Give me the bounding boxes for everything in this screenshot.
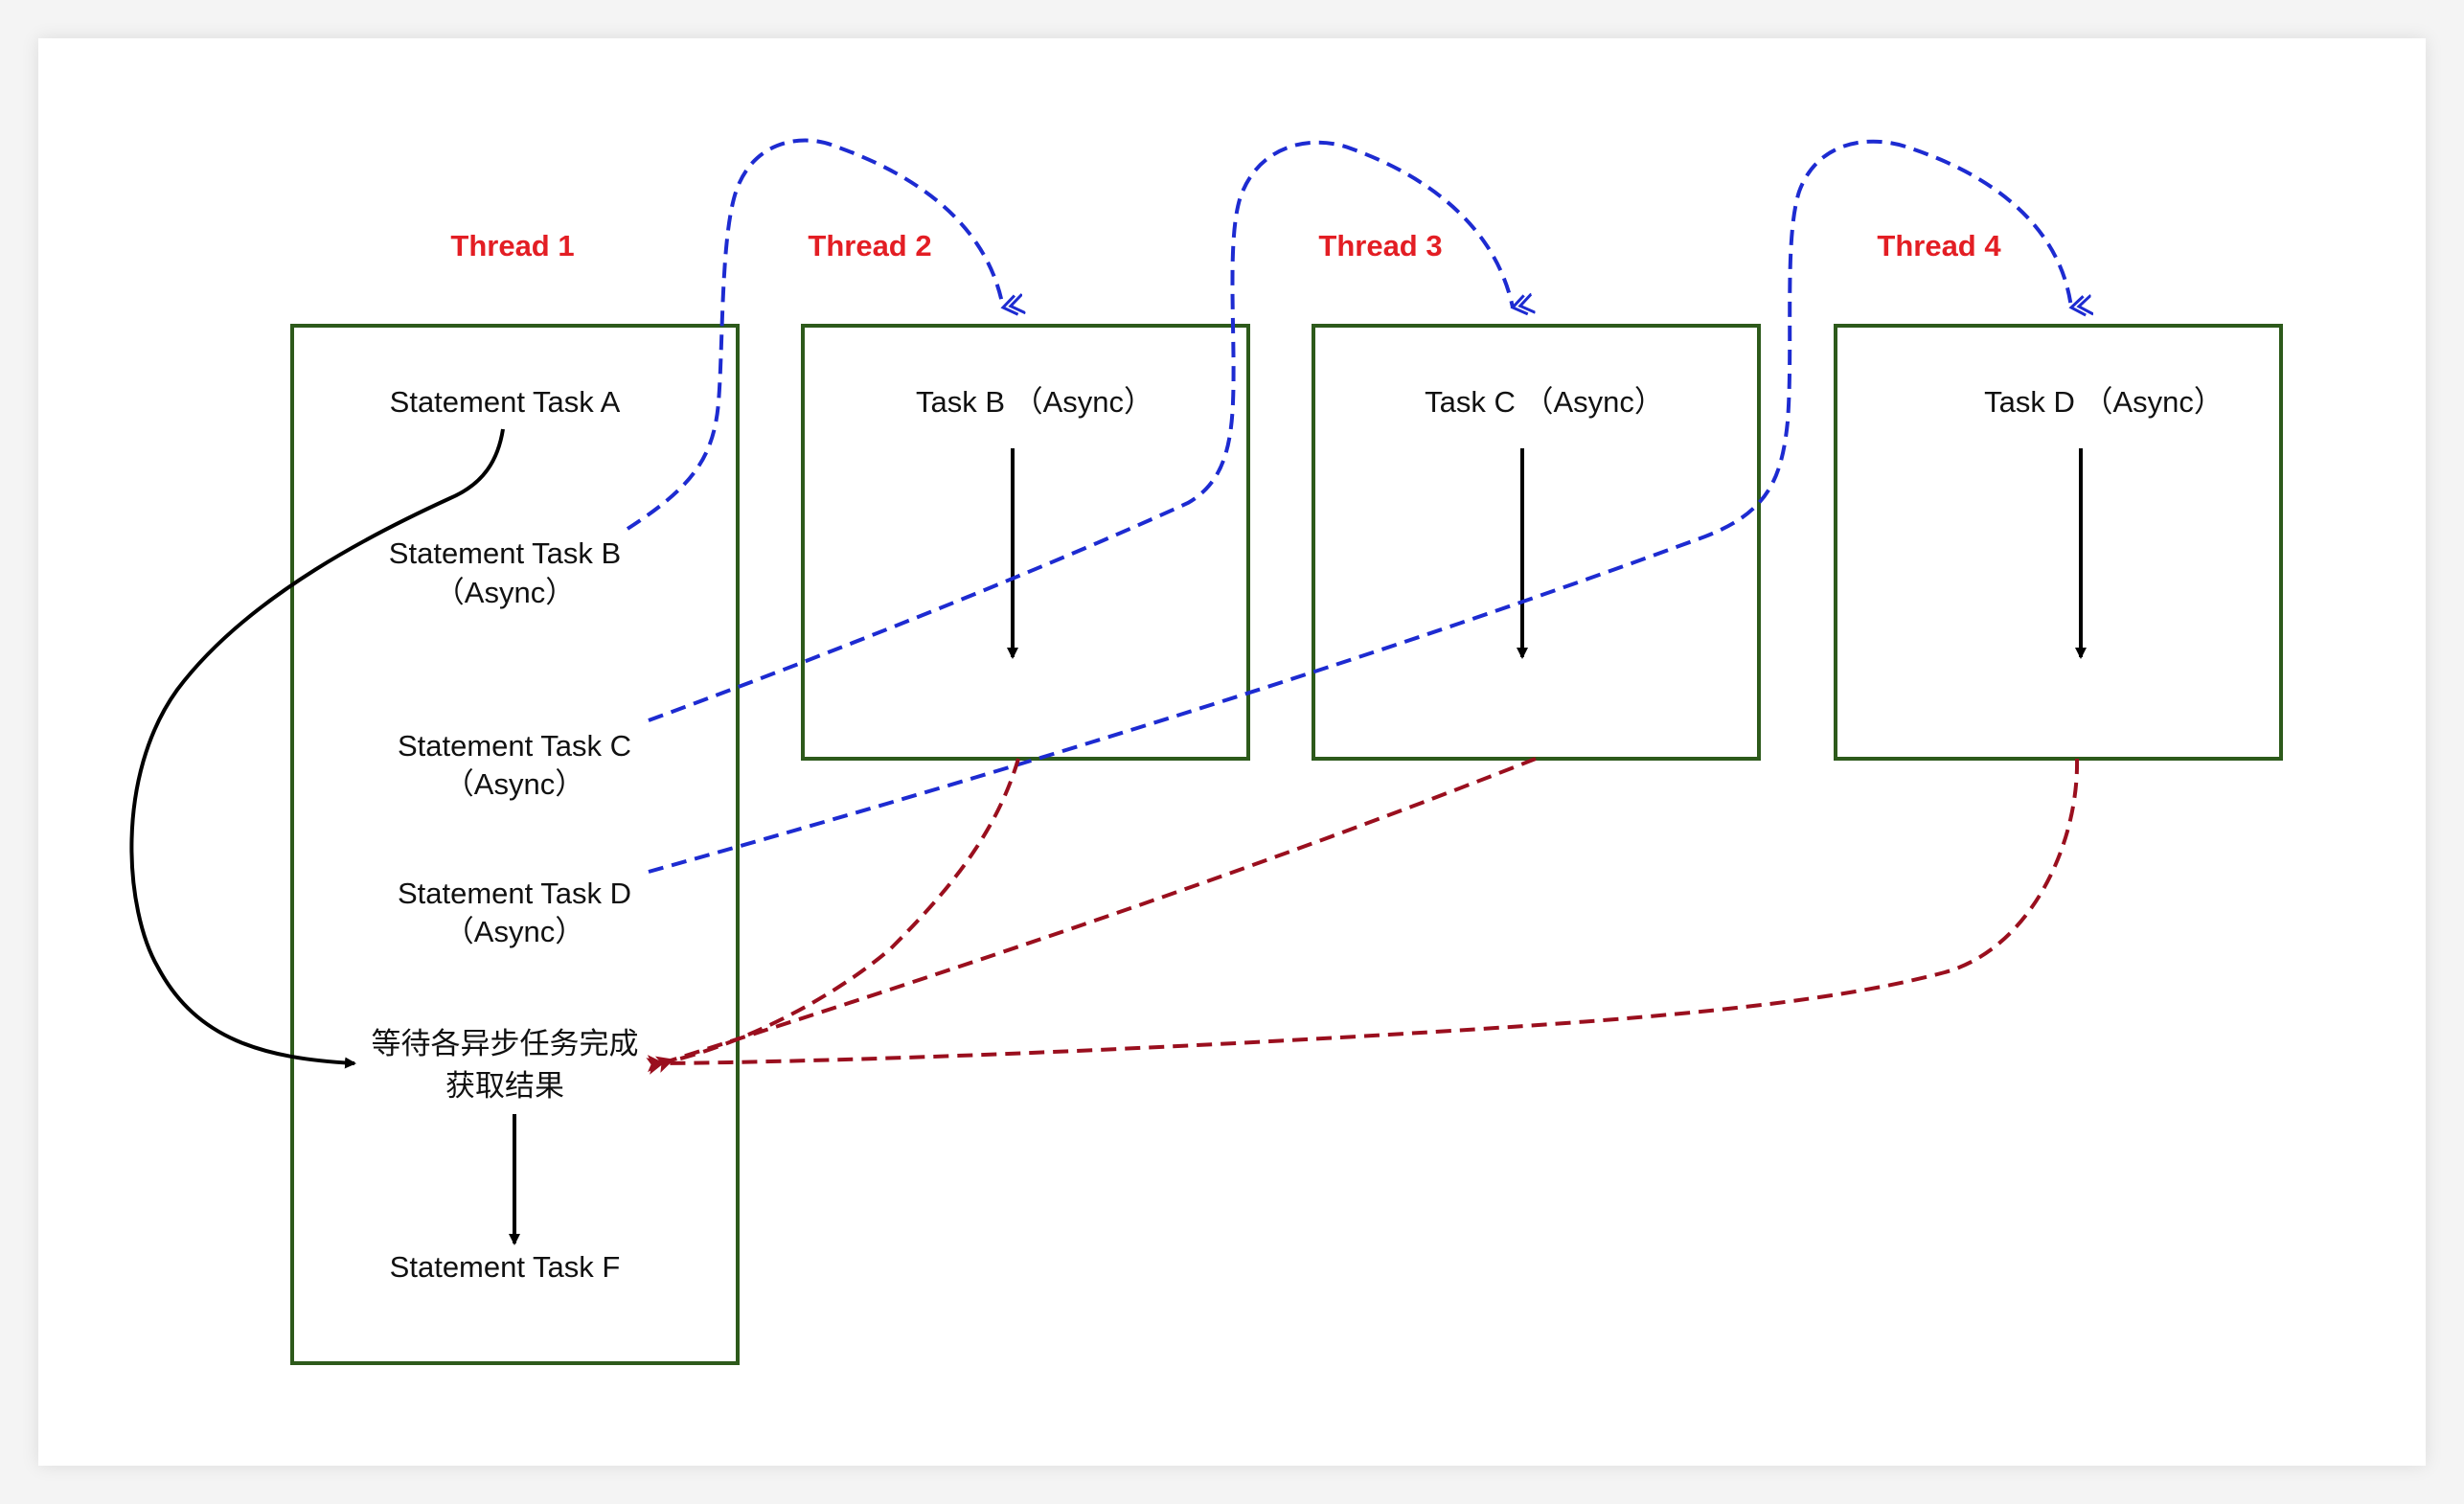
- statement-task-d: Statement Task D: [398, 877, 631, 910]
- thread-1-box: [290, 324, 740, 1365]
- thread-4-box: [1834, 324, 2283, 761]
- thread-4-label: Thread 4: [1877, 229, 2001, 262]
- task-a-to-wait-arrow: [129, 428, 505, 1069]
- dispatch-task-d-arrow: [648, 139, 2071, 874]
- statement-task-d-async: （Async）: [445, 915, 584, 948]
- statement-task-b-async: （Async）: [435, 576, 575, 609]
- task-c-async: Task C （Async）: [1425, 385, 1664, 419]
- thread-2-box: [801, 324, 1250, 761]
- thread-1-label: Thread 1: [450, 229, 574, 262]
- return-task-b-arrow: [646, 758, 1020, 1075]
- wait-for-async-tasks: 等待各异步任务完成: [372, 1027, 639, 1060]
- statement-task-f: Statement Task F: [390, 1250, 621, 1284]
- dispatch-task-b-arrow: [626, 138, 1003, 531]
- statement-task-a: Statement Task A: [390, 385, 621, 419]
- return-task-c-arrow: [654, 757, 1537, 1073]
- statement-task-c-async: （Async）: [445, 767, 584, 801]
- dispatch-task-c-arrow: [648, 140, 1513, 722]
- statement-task-c: Statement Task C: [398, 729, 631, 763]
- thread-3-box: [1312, 324, 1761, 761]
- return-task-d-arrow: [647, 758, 2080, 1073]
- statement-task-b: Statement Task B: [389, 536, 621, 570]
- thread-2-label: Thread 2: [808, 229, 931, 262]
- collect-results: 获取结果: [445, 1069, 564, 1103]
- task-b-async: Task B （Async）: [916, 385, 1153, 419]
- task-d-async: Task D （Async）: [1984, 385, 2224, 419]
- thread-3-label: Thread 3: [1318, 229, 1442, 262]
